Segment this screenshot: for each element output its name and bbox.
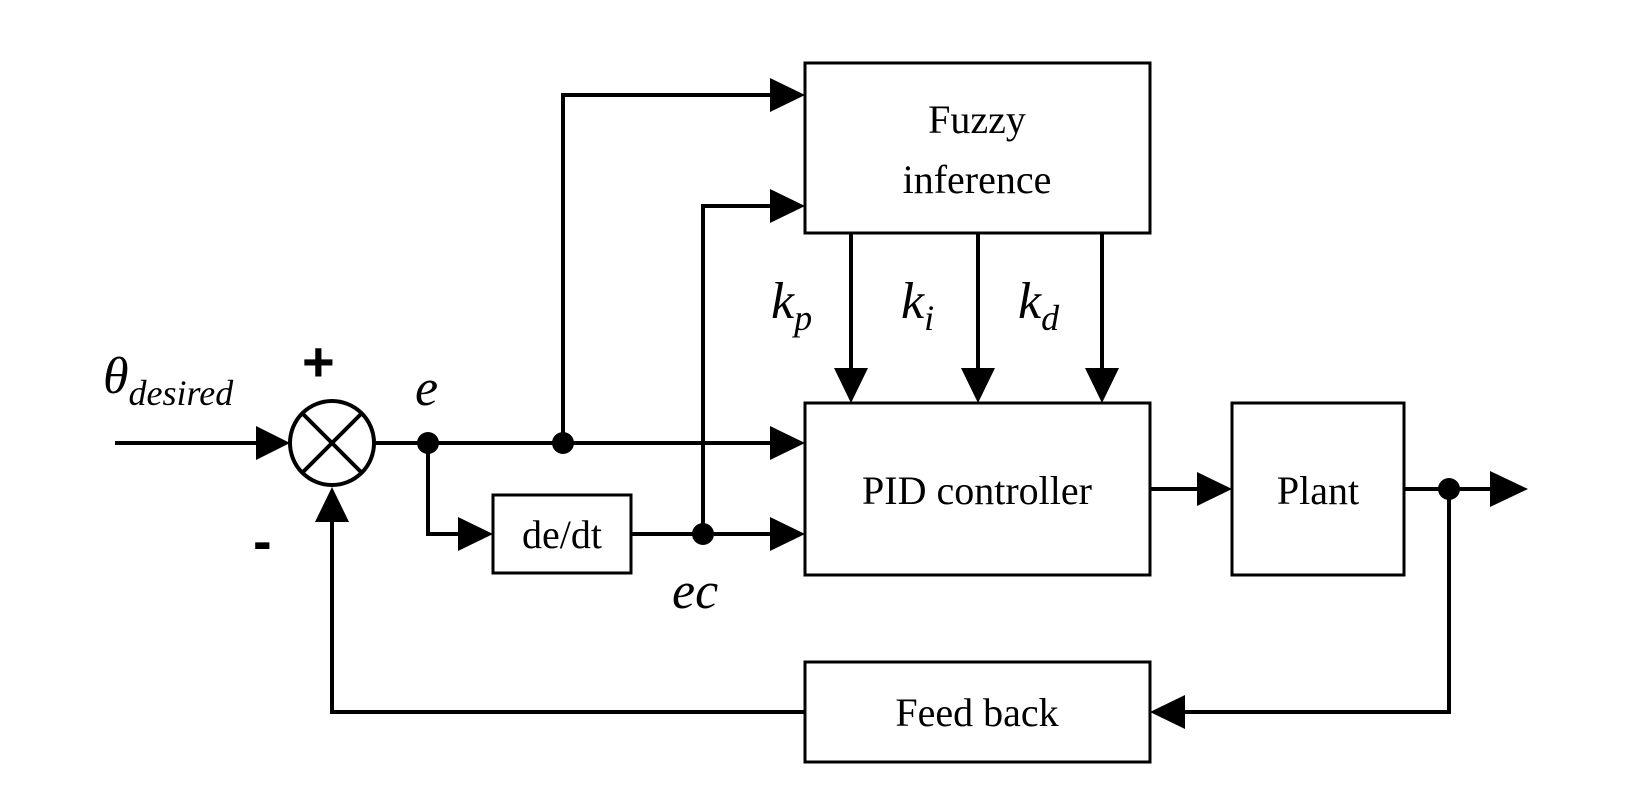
- minus-sign: -: [253, 509, 272, 572]
- feedback-label: Feed back: [895, 690, 1058, 735]
- kp-arrowhead: [834, 368, 868, 403]
- ec-to-fuzzy-arrowhead: [770, 189, 805, 223]
- output-arrowhead: [1490, 471, 1528, 507]
- kd-arrowhead: [1085, 368, 1119, 403]
- error-change-label: ec: [672, 563, 718, 620]
- ec-to-fuzzy-wire: [701, 204, 772, 534]
- ec-to-pid-arrowhead: [770, 517, 805, 551]
- theta-symbol: θ: [103, 348, 129, 405]
- fuzzy-inference-label-line1: Fuzzy: [928, 97, 1026, 142]
- kp-symbol: k: [771, 273, 795, 330]
- error-to-pid-arrowhead: [770, 426, 805, 460]
- input-arrowhead: [256, 426, 290, 460]
- plant-label: Plant: [1277, 468, 1359, 513]
- derivative-block: de/dt: [491, 493, 633, 575]
- kd-symbol: k: [1018, 273, 1042, 330]
- feedback-to-junction-arrowhead: [315, 487, 349, 522]
- error-node: [417, 432, 439, 454]
- feedback-arrowhead: [1150, 695, 1185, 729]
- error-to-fuzzy-arrowhead: [770, 78, 805, 112]
- kp-label: kp: [771, 273, 812, 338]
- summing-junction: [288, 399, 376, 487]
- kd-label: kd: [1018, 273, 1060, 338]
- error-to-fuzzy-wire: [561, 93, 772, 443]
- theta-desired-label: θdesired: [103, 348, 234, 413]
- feedback-block: Feed back: [803, 660, 1152, 764]
- output-to-feedback-wire: [1183, 489, 1451, 714]
- error-label: e: [415, 360, 438, 417]
- derivative-label: de/dt: [522, 512, 602, 557]
- plant-input-arrowhead: [1197, 472, 1232, 506]
- ki-arrowhead: [961, 368, 995, 403]
- fuzzy-inference-block: Fuzzy inference: [803, 61, 1152, 235]
- theta-subscript: desired: [129, 373, 235, 413]
- ki-label: ki: [901, 273, 934, 338]
- kd-subscript: d: [1041, 298, 1060, 338]
- plus-sign: +: [302, 330, 335, 393]
- output-node: [1438, 478, 1460, 500]
- kp-subscript: p: [791, 298, 812, 338]
- plant-block: Plant: [1230, 401, 1406, 577]
- pid-controller-block: PID controller: [803, 401, 1152, 577]
- ki-subscript: i: [924, 298, 934, 338]
- feedback-to-junction-wire: [330, 520, 805, 714]
- pid-controller-label: PID controller: [862, 468, 1092, 513]
- ki-symbol: k: [901, 273, 925, 330]
- error-branch-node: [552, 432, 574, 454]
- ec-node: [692, 523, 714, 545]
- derivative-arrowhead: [458, 517, 493, 551]
- error-to-derivative-wire: [426, 443, 460, 536]
- fuzzy-inference-label-line2: inference: [903, 157, 1052, 202]
